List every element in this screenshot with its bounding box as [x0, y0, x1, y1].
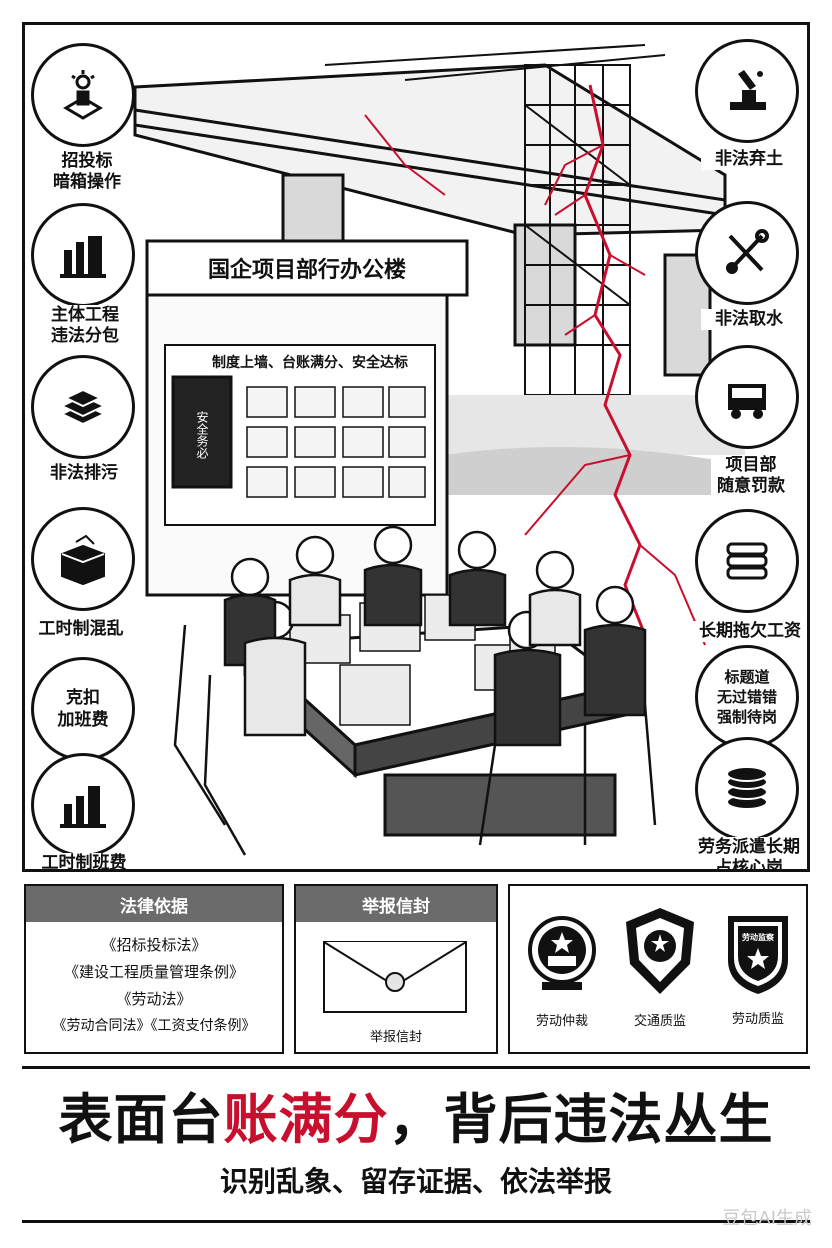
excavator-icon	[730, 70, 766, 110]
headline-highlight: 账满分	[223, 1088, 389, 1151]
stack-icon	[726, 542, 768, 580]
bubble-illegal-dumping	[695, 39, 799, 143]
shield-badge-text: 劳动监察	[742, 932, 775, 942]
bubble-text-forced-standby: 标题道 无过错错 强制待岗	[716, 668, 777, 726]
law-item: 《建设工程质量管理条例》	[63, 963, 244, 981]
report-envelope-panel[interactable]: 举报信封 举报信封	[294, 884, 498, 1054]
bubble-label-bid-rigging: 招投标 暗箱操作	[47, 151, 127, 193]
law-item: 《劳动法》	[116, 990, 192, 1008]
bubble-label-illegal-water: 非法取水	[701, 309, 797, 330]
board-caption: 制度上墙、台账满分、安全达标	[212, 354, 408, 371]
bubble-label-arbitrary-fines: 项目部 随意罚款	[711, 455, 791, 497]
bar-building-icon	[60, 786, 106, 828]
agencies-panel: 劳动仲裁 交通质监 劳动监察 劳动质监	[508, 884, 808, 1054]
bubble-arbitrary-fines	[695, 345, 799, 449]
law-item: 《劳动合同法》《工资支付条例》	[52, 1018, 256, 1034]
bubble-illegal-discharge	[31, 355, 135, 459]
envelope-icon[interactable]	[320, 936, 470, 1016]
layers-icon	[59, 388, 107, 426]
envelope-caption: 举报信封	[369, 1030, 422, 1045]
tools-icon	[726, 229, 769, 274]
bubble-label-illegal-discharge: 非法排污	[39, 463, 129, 484]
agency-name: 交通质监	[633, 1014, 686, 1029]
bubble-label-dispatch-core-posts: 劳务派遣长期 占核心岗	[685, 837, 807, 869]
shield-badge-icon: 劳动监察	[728, 916, 788, 994]
bubble-forced-standby: 标题道 无过错错 强制待岗	[695, 645, 799, 749]
agency-labor-arbitration[interactable]: 劳动仲裁	[516, 910, 608, 1029]
subline: 识别乱象、留存证据、依法举报	[219, 1165, 612, 1198]
podium-icon	[63, 70, 103, 120]
bubble-shift-pay	[31, 753, 135, 857]
ai-watermark: 豆包AI生成	[722, 1208, 812, 1229]
report-envelope-title: 举报信封	[296, 886, 496, 922]
agency-name: 劳动质监	[731, 1012, 784, 1027]
legal-basis-title: 法律依据	[26, 886, 282, 922]
legal-basis-panel: 法律依据 《招标投标法》 《建设工程质量管理条例》 《劳动法》 《劳动合同法》《…	[24, 884, 284, 1054]
bubble-label-illegal-dumping: 非法弃土	[701, 149, 797, 170]
national-emblem-icon	[528, 916, 596, 990]
headline: 表面台账满分，背后违法丛生	[0, 1075, 832, 1154]
bubble-label-wage-arrears: 长期拖欠工资	[687, 621, 807, 642]
banner-text: 安全务必	[195, 410, 209, 459]
law-item: 《招标投标法》	[101, 936, 207, 954]
divider-top	[22, 1066, 810, 1069]
bubble-hours-chaos	[31, 507, 135, 611]
headline-part1: 表面台	[58, 1088, 224, 1151]
law-list: 《招标投标法》 《建设工程质量管理条例》 《劳动法》 《劳动合同法》《工资支付条…	[26, 922, 282, 1050]
agency-traffic-quality[interactable]: 交通质监	[614, 904, 706, 1029]
bubble-wage-arrears	[695, 509, 799, 613]
building-icon	[60, 236, 106, 278]
headline-part2: ，背后违法丛生	[388, 1088, 774, 1151]
agency-labor-supervision[interactable]: 劳动监察 劳动质监	[712, 906, 804, 1027]
truck-icon	[728, 384, 766, 419]
bubble-bid-rigging	[31, 43, 135, 147]
box-icon	[61, 534, 105, 586]
agency-name: 劳动仲裁	[535, 1014, 588, 1029]
bubble-overtime-withhold: 克扣 加班费	[31, 657, 135, 761]
bubble-label-shift-pay: 工时制班费	[29, 853, 139, 869]
scene-illustration: 国企项目部行办公楼 制度上墙、台账满分、安全达标 安全务必	[133, 44, 745, 856]
bubble-dispatch-core-posts	[695, 737, 799, 841]
bubble-label-hours-chaos: 工时制混乱	[29, 619, 133, 640]
bubble-text-overtime-withhold: 克扣 加班费	[57, 688, 109, 730]
bubble-illegal-subcontract	[31, 203, 135, 307]
coins-icon	[726, 766, 768, 810]
divider-bottom	[22, 1220, 810, 1223]
bubble-label-illegal-subcontract: 主体工程 违法分包	[35, 305, 135, 347]
meeting-people-illustration	[173, 525, 657, 856]
police-badge-icon	[626, 908, 694, 994]
building-sign: 国企项目部行办公楼	[208, 257, 406, 283]
bubble-illegal-water	[695, 201, 799, 305]
illustration-frame: 国企项目部行办公楼 制度上墙、台账满分、安全达标 安全务必	[22, 22, 810, 872]
